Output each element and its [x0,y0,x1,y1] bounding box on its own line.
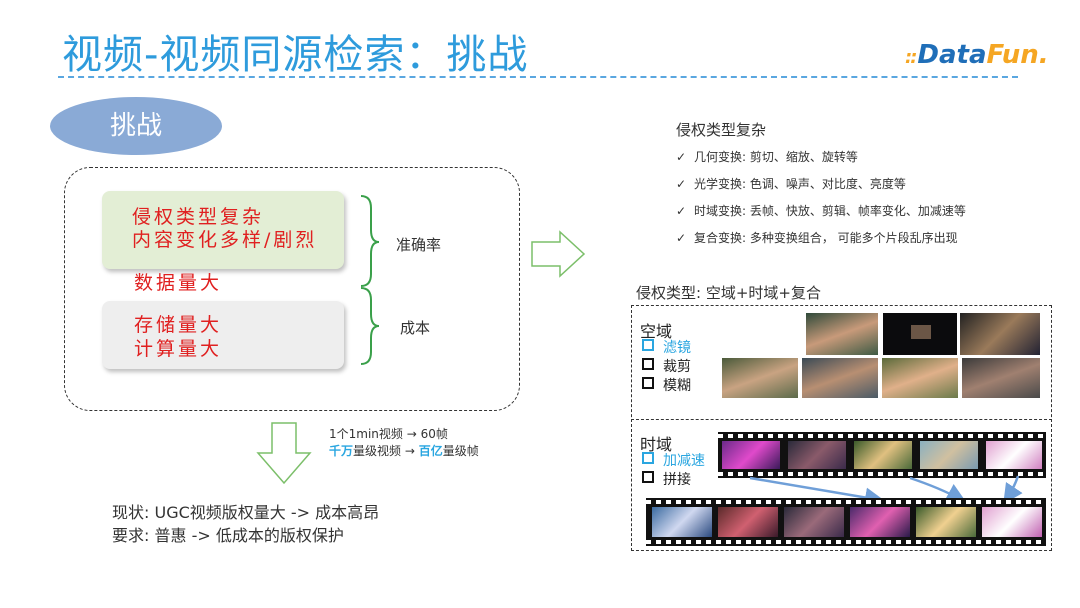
infringement-types-label: 侵权类型: 空域+时域+复合 [636,284,821,302]
film-holes [646,500,1046,504]
option-label: 模糊 [663,378,691,394]
film-frame [850,507,910,537]
check-icon: ✓ [676,150,687,164]
check-geometric: ✓ 几何变换: 剪切、缩放、旋转等 [676,148,858,165]
right-arrow-icon [531,230,586,278]
panel-divider [631,419,1052,420]
film-frame [722,441,780,469]
title-divider [58,76,1018,78]
accuracy-item-2: 内容变化多样/剧烈 [132,229,318,251]
checkbox-icon [642,358,654,370]
film-frame [784,507,844,537]
status-line: 现状: UGC视频版权量大 -> 成本高昂 [112,503,380,522]
braces [360,195,380,365]
option-label: 加减速 [663,453,705,469]
spatial-option-crop: 裁剪 [642,358,691,377]
logo-main: Data [917,40,987,70]
checkbox-icon [642,452,654,464]
film-frame [652,507,712,537]
film-frame [854,441,912,469]
down-arrow-icon [256,422,312,485]
option-label: 拼接 [663,472,691,488]
accuracy-brace [360,195,380,287]
spatial-frame-crop [883,313,957,355]
check-text: 时域变换: 丢帧、快放、剪辑、帧率变化、加减速等 [694,204,966,218]
filmstrip-bottom [646,498,1046,546]
challenge-badge-label: 挑战 [109,111,162,141]
checkbox-icon [642,377,654,389]
checkbox-icon [642,339,654,351]
spatial-frame-1 [722,358,798,398]
requirement-line: 要求: 普惠 -> 低成本的版权保护 [112,526,344,545]
temporal-option-speed: 加减速 [642,452,705,471]
scale-note: 千万量级视频 → 百亿量级帧 [329,442,479,459]
frames-note: 1个1min视频 → 60帧 [329,427,448,441]
spatial-frame-2 [802,358,878,398]
datafun-logo: ::DataFun. [905,40,1049,70]
challenge-badge [50,97,222,155]
temporal-title: 时域 [640,435,673,454]
cost-brace [360,287,380,365]
check-icon: ✓ [676,231,687,245]
film-holes [718,472,1046,476]
check-text: 几何变换: 剪切、缩放、旋转等 [694,150,858,164]
check-composite: ✓ 复合变换: 多种变换组合， 可能多个片段乱序出现 [676,229,958,246]
film-frame [788,441,846,469]
scale-highlight-2: 百亿 [418,444,443,458]
logo-suffix: Fun. [986,40,1049,70]
film-frame [986,441,1042,469]
scale-text-1: 量级视频 → [353,444,419,458]
temporal-option-splice: 拼接 [642,471,691,490]
check-temporal: ✓ 时域变换: 丢帧、快放、剪辑、帧率变化、加减速等 [676,202,966,219]
check-text: 复合变换: 多种变换组合， 可能多个片段乱序出现 [694,231,958,245]
spatial-frame-scaled [960,313,1040,355]
spatial-title: 空域 [640,322,673,341]
scale-highlight-1: 千万 [329,444,354,458]
check-text: 光学变换: 色调、噪声、对比度、亮度等 [694,177,906,191]
option-label: 裁剪 [663,359,691,375]
film-holes [718,434,1046,438]
accuracy-box [102,191,344,269]
film-frame [982,507,1042,537]
examples-panel [631,305,1052,551]
cost-item-2: 计算量大 [134,338,223,360]
option-label: 滤镜 [663,340,691,356]
checkbox-icon [642,471,654,483]
accuracy-item-1: 侵权类型复杂 [132,206,265,228]
scale-text-2: 量级帧 [442,444,479,458]
page-title: 视频-视频同源检索：挑战 [62,32,529,78]
spatial-frame-4 [962,358,1040,398]
complex-types-heading: 侵权类型复杂 [676,121,767,139]
challenge-container [64,167,520,411]
cost-label: 成本 [400,319,431,337]
check-optical: ✓ 光学变换: 色调、噪声、对比度、亮度等 [676,175,906,192]
spatial-frame-3 [882,358,958,398]
film-frame [916,507,976,537]
data-volume-item: 数据量大 [134,272,223,294]
spatial-frame-original [806,313,878,355]
accuracy-label: 准确率 [396,236,442,254]
cost-box [102,301,344,369]
filmstrip-top [718,432,1046,478]
film-frame [718,507,778,537]
film-frame [920,441,978,469]
check-icon: ✓ [676,204,687,218]
check-icon: ✓ [676,177,687,191]
cost-item-1: 存储量大 [134,314,223,336]
logo-dots: :: [905,47,917,68]
film-holes [646,540,1046,544]
spatial-option-blur: 模糊 [642,377,691,396]
spatial-option-filter: 滤镜 [642,339,691,358]
